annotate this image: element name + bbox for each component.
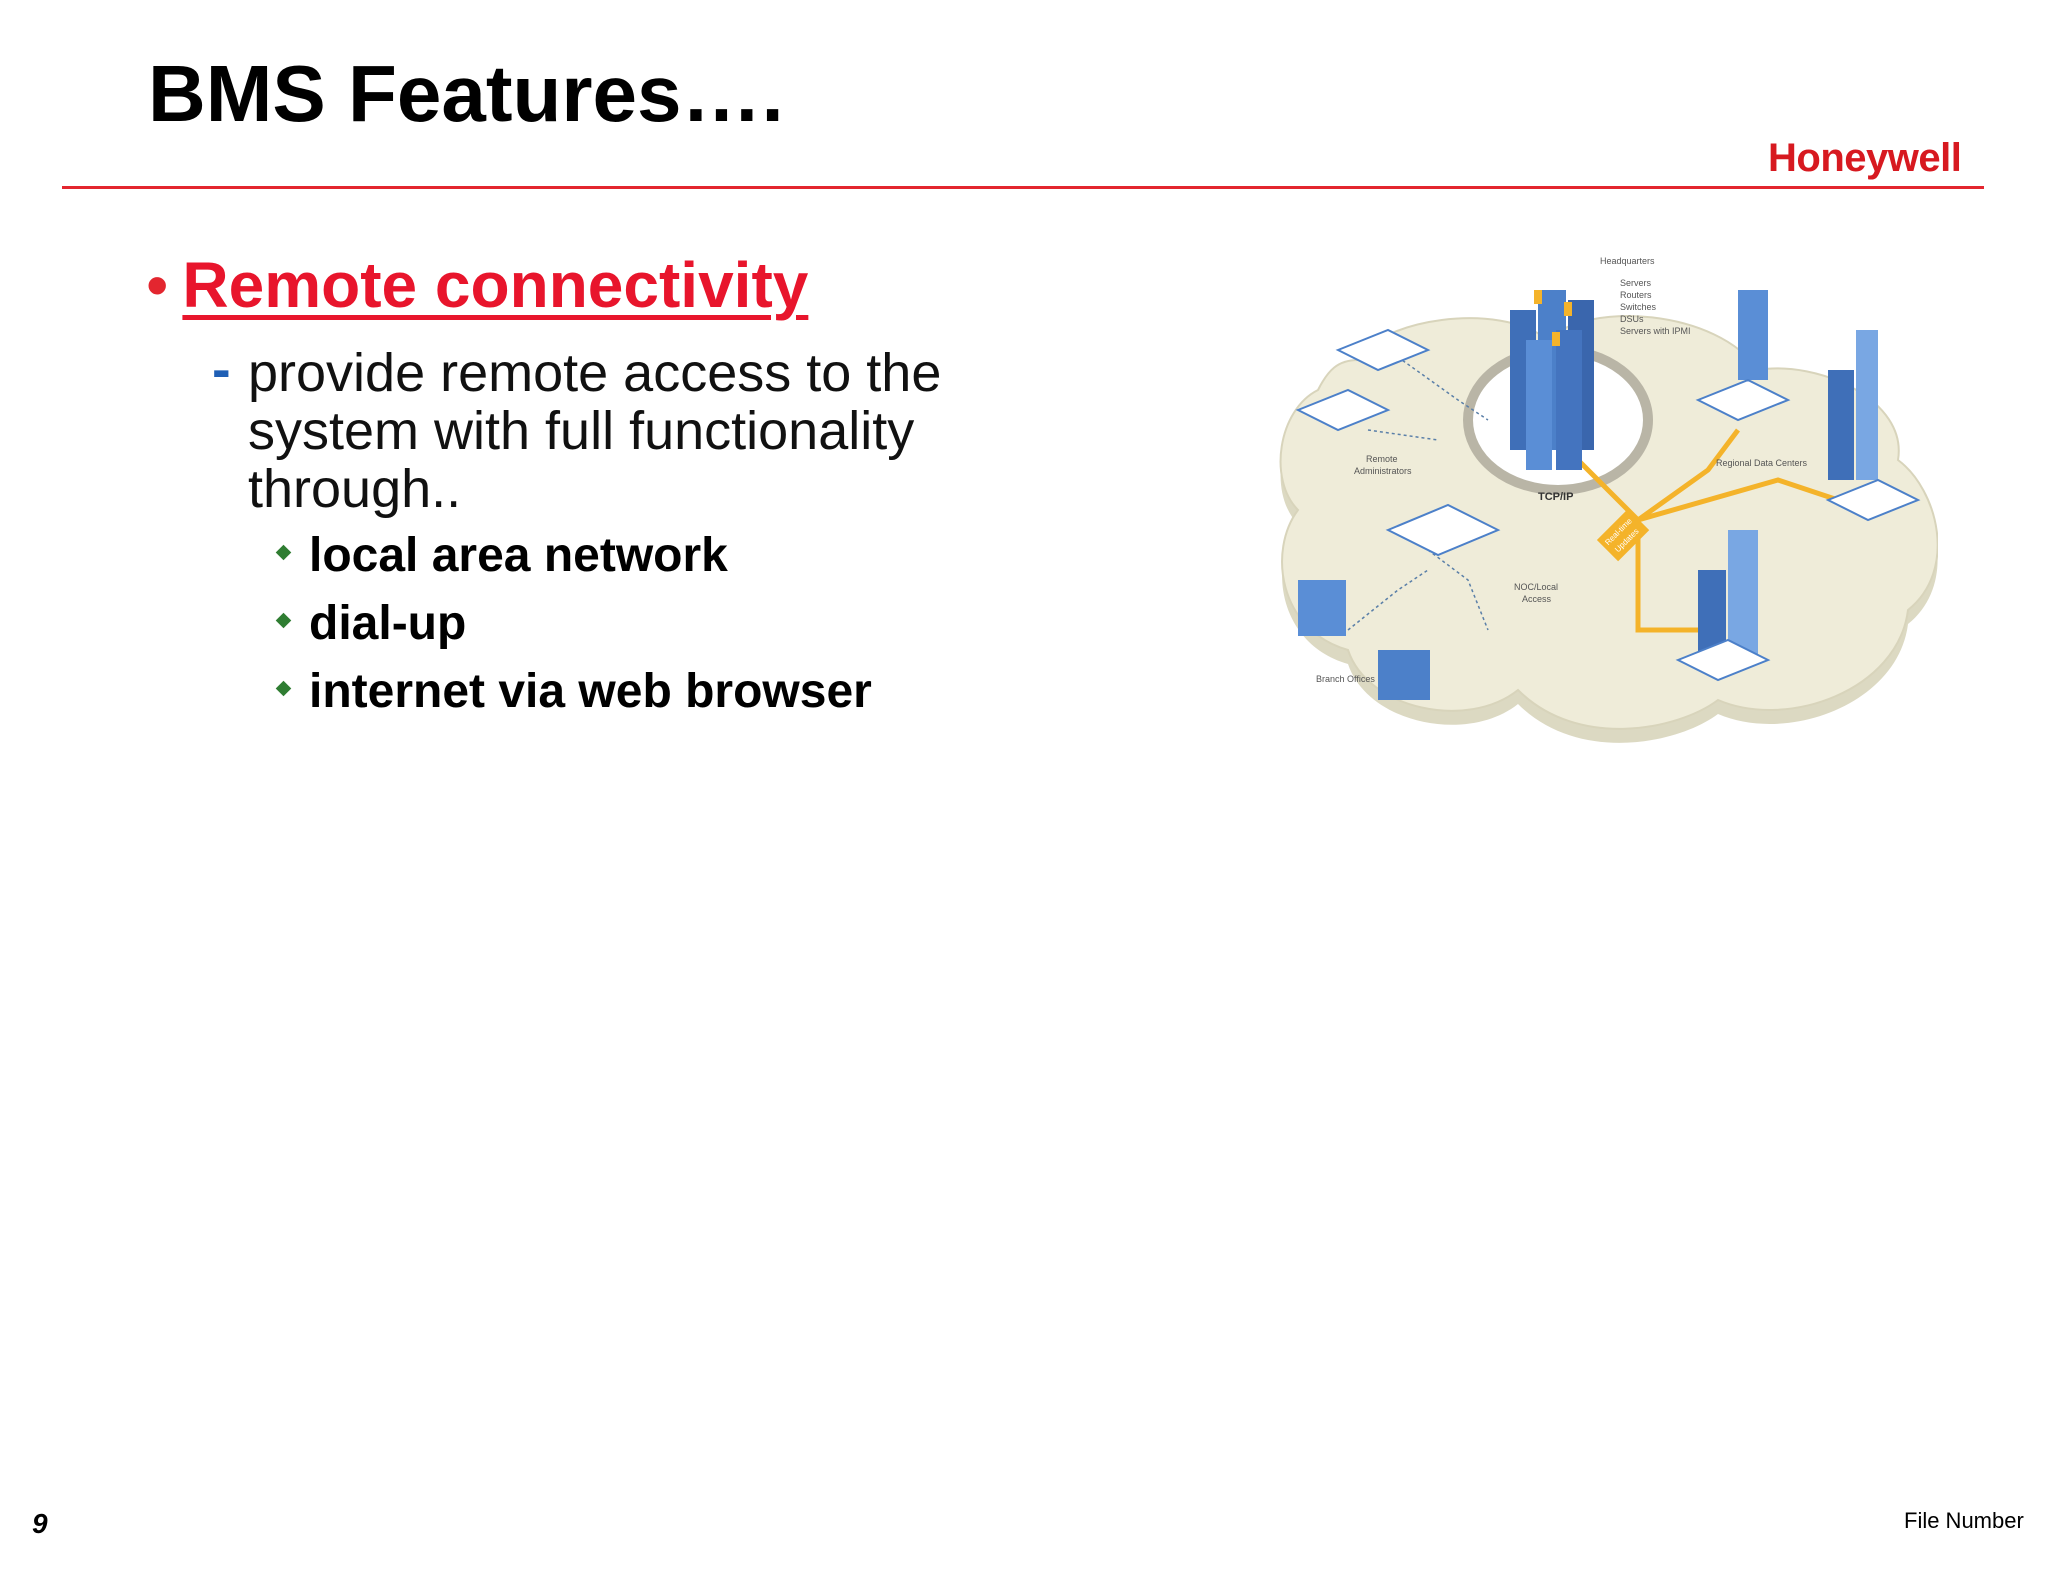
label-hq-item: Switches: [1620, 302, 1657, 312]
diamond-bullet-icon: [275, 612, 292, 629]
sub-bullet-label: internet via web browser: [309, 665, 872, 718]
bullet-heading: Remote connectivity: [182, 249, 809, 321]
slide-title: BMS Features….: [148, 49, 784, 138]
sub-bullet-label: local area network: [309, 529, 728, 582]
diamond-bullet-icon: [275, 544, 292, 561]
footer-file-number: File Number: [1904, 1508, 2024, 1533]
label-noc: Access: [1522, 594, 1552, 604]
label-hq-item: Servers with IPMI: [1620, 326, 1691, 336]
label-hq-item: Routers: [1620, 290, 1652, 300]
network-diagram: Headquarters Servers Routers Switches DS…: [1279, 256, 1938, 743]
label-remote: Remote: [1366, 454, 1398, 464]
title-divider: [62, 186, 1984, 189]
diamond-bullet-icon: [275, 680, 292, 697]
label-tcpip: TCP/IP: [1538, 491, 1573, 503]
label-noc: NOC/Local: [1514, 582, 1558, 592]
bullet-icon: •: [146, 249, 169, 321]
dashed-links: [1347, 349, 1489, 631]
label-headquarters: Headquarters: [1600, 256, 1655, 266]
sub-bullet-label: dial-up: [309, 597, 467, 650]
honeywell-logo: Honeywell: [1768, 136, 1962, 180]
dash-bullet-icon: -: [212, 337, 231, 400]
sub-bullet-lan: local area network: [275, 528, 728, 583]
sub-bullet-internet: internet via web browser: [275, 664, 872, 719]
label-hq-item: DSUs: [1620, 314, 1644, 324]
page-number: 9: [32, 1508, 48, 1539]
label-regional: Regional Data Centers: [1716, 458, 1808, 468]
label-remote: Administrators: [1354, 466, 1412, 476]
regional-buildings: [1698, 290, 1878, 660]
workstation-pads: [1295, 328, 1921, 682]
bullet-description: provide remote access to the system with…: [248, 343, 942, 519]
bullet-remote-connectivity: •Remote connectivity: [146, 248, 808, 322]
branch-buildings: [1298, 580, 1430, 700]
network-links: [1576, 428, 1839, 633]
label-branch: Branch Offices: [1316, 674, 1375, 684]
label-hq-item: Servers: [1620, 278, 1652, 288]
sub-bullet-dialup: dial-up: [275, 596, 467, 651]
hq-towers: [1510, 290, 1594, 470]
